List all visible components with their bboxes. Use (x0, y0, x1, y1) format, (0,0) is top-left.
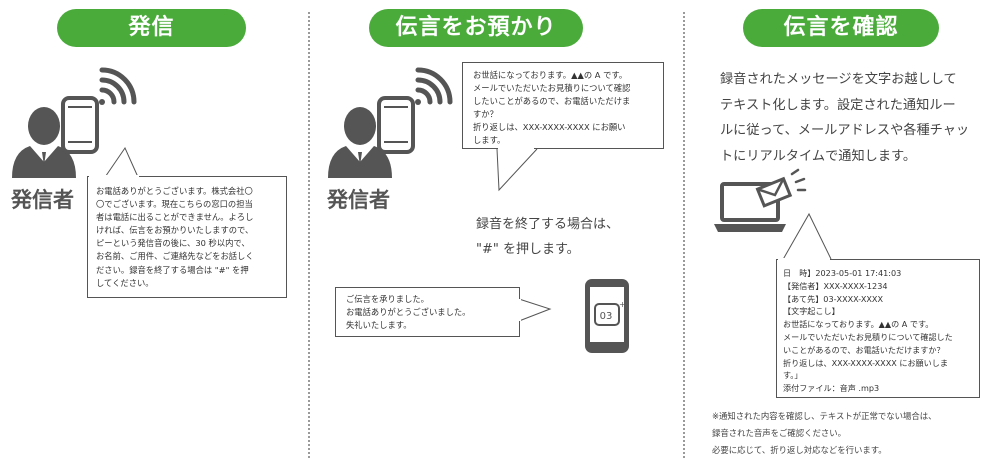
reply-line: ご伝言を承りました。 (346, 294, 429, 304)
greeting-line: してください。 (96, 277, 154, 288)
caller-message-line: します。 (473, 135, 506, 146)
caller-message-bubble: お世話になっております。▲▲の A です。 メールでいただいたお見積りについて確… (462, 62, 664, 149)
bubble-tail-join (89, 175, 139, 178)
column-divider-right (683, 12, 685, 458)
caller-message-line: したいことがあるので、お電話いただけま (473, 96, 631, 107)
greeting-line: ければ、伝言をお預かりいたしますので、 (96, 225, 254, 236)
notification-line: 添付ファイル：音声 .mp3 (783, 383, 880, 394)
caller-with-phone-illustration-2 (328, 67, 453, 178)
instruction-line: "#" を押します。 (476, 242, 580, 257)
description-line: トにリアルタイムで通知します。 (720, 148, 917, 164)
greeting-line: 者は電話に出ることができません。よろし (96, 212, 254, 223)
note-line: 録音された音声をご確認ください。 (712, 428, 846, 438)
caller-message-line: メールでいただいたお見積りについて確認 (473, 83, 631, 94)
notification-line: す。」 (783, 370, 803, 381)
greeting-line: ださい。録音を終了する場合は "#" を押 (96, 264, 249, 275)
notification-line: メールでいただいたお見積りについて確認した (783, 331, 953, 342)
motion-lines-icon (790, 168, 807, 192)
notification-message-bubble: 日 時】2023-05-01 17:41:03 【発信者】XXX-XXXX-12… (776, 259, 980, 398)
smartphone-icon (377, 96, 415, 154)
greeting-line: お名前、ご用件、ご連絡先などをお話しく (96, 251, 254, 262)
wifi-signal-icon (99, 67, 137, 105)
description-line: 録音されたメッセージを文字お越しして (720, 72, 957, 87)
smartphone-icon (61, 96, 99, 154)
envelope-icon (755, 176, 793, 208)
phone-badge-plus: + (619, 300, 626, 309)
step-header-send: 発信 (57, 9, 246, 47)
reply-line: 失礼いたします。 (346, 320, 412, 331)
notification-line: 日 時】2023-05-01 17:41:03 (783, 268, 902, 278)
greeting-line: ピーという発信音の後に、30 秒以内で、 (96, 238, 250, 249)
instruction-line: 録音を終了する場合は、 (476, 217, 620, 232)
reply-line: お電話ありがとうございました。 (346, 307, 471, 318)
end-recording-instruction: 録音を終了する場合は、 "#" を押します。 (476, 212, 619, 262)
person-icon (12, 107, 76, 178)
description-line: ルに従って、メールアドレスや各種チャッ (720, 123, 970, 138)
caller-label-2: 発信者 (327, 188, 390, 212)
caller-message-line: すか？ (473, 109, 498, 120)
greeting-line: 〇でございます。現在こちらの窓口の担当 (96, 199, 253, 210)
reply-bubble-tail (518, 298, 552, 322)
transcription-description: 録音されたメッセージを文字お越しして テキスト化します。設定された通知ルー ルに… (720, 67, 969, 169)
note-line: ※通知された内容を確認し、テキストが正常でない場合は、 (712, 411, 937, 421)
caller-message-line: 折り返しは、XXX-XXXX-XXXX にお願い (473, 122, 626, 133)
caller-message-bubble-tail (496, 148, 538, 192)
laptop-with-mail-illustration (714, 168, 807, 232)
greeting-line: お電話ありがとうございます。株式会社〇 (96, 186, 253, 196)
phone-03-icon: 03 + (585, 279, 629, 353)
note-line: 必要に応じて、折り返し対応などを行います。 (712, 445, 887, 455)
notification-line: 【発信者】XXX-XXXX-1234 (783, 280, 888, 291)
caller-message-line: お世話になっております。▲▲の A です。 (473, 70, 628, 80)
bubble-tail-join-4 (778, 258, 830, 261)
notification-line: お世話になっております。▲▲の A です。 (783, 319, 934, 330)
greeting-message-bubble: お電話ありがとうございます。株式会社〇 〇でございます。現在こちらの窓口の担当 … (87, 176, 287, 298)
column-divider-left (308, 12, 310, 458)
notification-line: 【あて先】03-XXXX-XXXX (783, 293, 883, 304)
notification-line: いことがあるので、お電話いただけますか？ (783, 344, 945, 355)
notification-line: 折り返しは、XXX-XXXX-XXXX にお願いしま (783, 357, 948, 368)
step-header-check-message: 伝言を確認 (743, 9, 939, 47)
description-line: テキスト化します。設定された通知ルー (720, 97, 956, 113)
notification-bubble-tail (776, 212, 832, 271)
caller-label: 発信者 (11, 188, 74, 212)
reply-message-bubble: ご伝言を承りました。 お電話ありがとうございました。 失礼いたします。 (335, 287, 520, 337)
phone-badge-text: 03 (600, 311, 613, 322)
notification-line: 【文字起こし】 (783, 306, 840, 317)
bubble-tail-join-2 (498, 147, 534, 150)
person-icon (328, 107, 392, 178)
wifi-signal-icon (415, 67, 453, 105)
verification-note: ※通知された内容を確認し、テキストが正常でない場合は、 録音された音声をご確認く… (712, 408, 937, 459)
caller-with-phone-illustration (12, 67, 137, 178)
bubble-tail-join-3 (518, 299, 521, 321)
step-header-take-message: 伝言をお預かり (369, 9, 583, 47)
